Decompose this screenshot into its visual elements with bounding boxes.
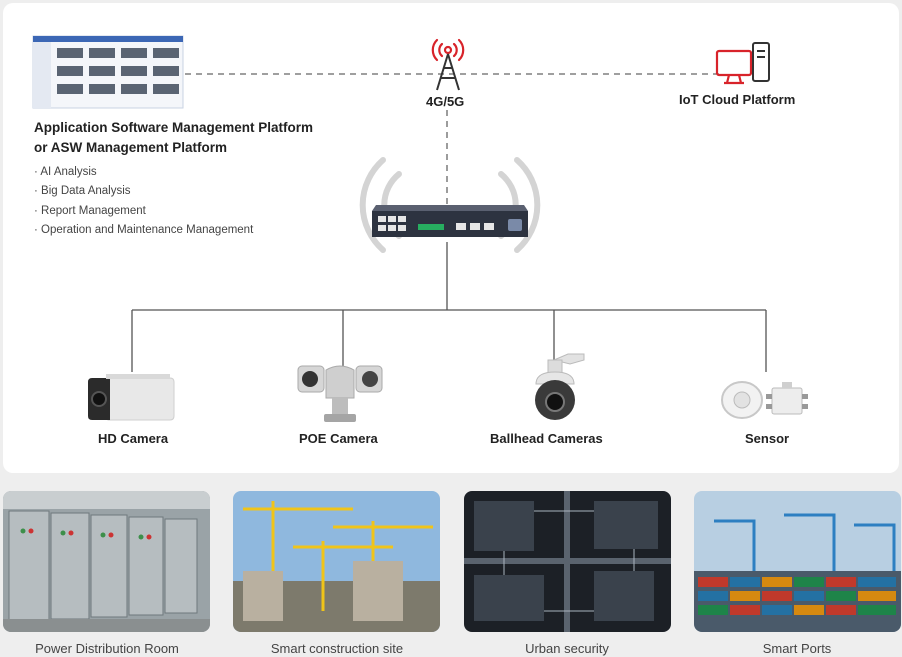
edge-gateway-device [372, 205, 528, 237]
platform-screen-thumbnail [32, 35, 184, 109]
platform-title-line1: Application Software Management Platform [34, 120, 314, 135]
scene-caption-power-distribution: Power Distribution Room [35, 641, 179, 656]
poe-camera-icon [297, 365, 383, 422]
feature-report-management: · Report Management [34, 205, 146, 217]
poe-camera-label: POE Camera [299, 431, 378, 446]
scene-caption-urban-security: Urban security [525, 641, 609, 656]
scene-urban-security [464, 491, 671, 632]
sensor-icon [721, 381, 808, 419]
hd-camera-label: HD Camera [98, 431, 169, 446]
tower-label: 4G/5G [426, 94, 465, 109]
ballhead-cameras-label: Ballhead Cameras [490, 431, 603, 446]
cloud-platform-label: IoT Cloud Platform [679, 92, 796, 107]
platform-title-line2: or ASW Management Platform [34, 140, 228, 155]
scene-smart-construction-site [233, 491, 440, 632]
cloud-platform-icon [715, 42, 770, 85]
feature-big-data-analysis: · Big Data Analysis [34, 185, 131, 197]
scene-power-distribution-room [3, 491, 210, 632]
scene-caption-smart-ports: Smart Ports [762, 641, 832, 656]
scene-smart-ports [694, 491, 901, 632]
scene-caption-smart-construction: Smart construction site [270, 641, 404, 656]
ballhead-camera-icon [535, 353, 585, 420]
cell-tower-icon [431, 38, 465, 91]
sensor-label: Sensor [745, 431, 790, 446]
hd-camera-icon [88, 374, 175, 421]
feature-operation-maintenance: · Operation and Maintenance Management [34, 224, 254, 236]
feature-ai-analysis: · AI Analysis [34, 166, 97, 178]
